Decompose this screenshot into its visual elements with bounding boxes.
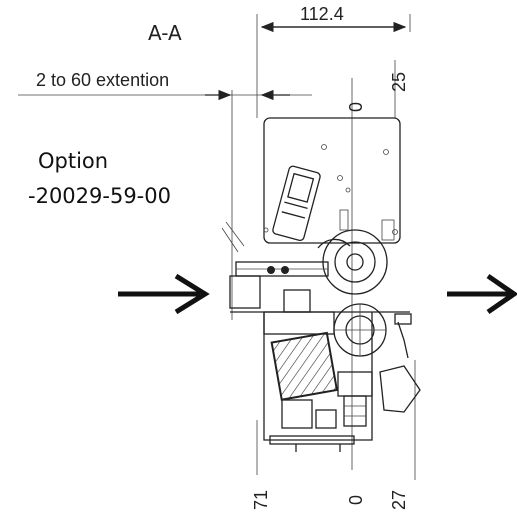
bottom-dim-0: 0 bbox=[346, 495, 366, 505]
bottom-dim-27: 27 bbox=[389, 490, 409, 510]
extension-note-text: 2 to 60 extention bbox=[36, 70, 169, 90]
option-line-1: Option bbox=[38, 149, 108, 173]
right-section-arrow bbox=[447, 273, 517, 315]
extension-note: 2 to 60 extention bbox=[18, 70, 312, 320]
right-dim-0: 0 bbox=[346, 102, 366, 112]
left-section-arrow bbox=[118, 273, 210, 315]
option-label: Option -20029-59-00 bbox=[28, 149, 171, 208]
width-dimension: 112.4 bbox=[256, 4, 411, 118]
option-line-2: -20029-59-00 bbox=[28, 184, 171, 208]
right-dim-25: 25 bbox=[389, 72, 409, 92]
bottom-dim-71: 71 bbox=[251, 490, 271, 510]
section-label: A-A bbox=[148, 21, 182, 45]
mechanism-outline bbox=[221, 117, 421, 452]
width-dimension-value: 112.4 bbox=[300, 4, 344, 24]
bottom-dimensions: 71 0 27 bbox=[251, 360, 416, 510]
right-dimensions: 0 25 bbox=[346, 60, 409, 470]
